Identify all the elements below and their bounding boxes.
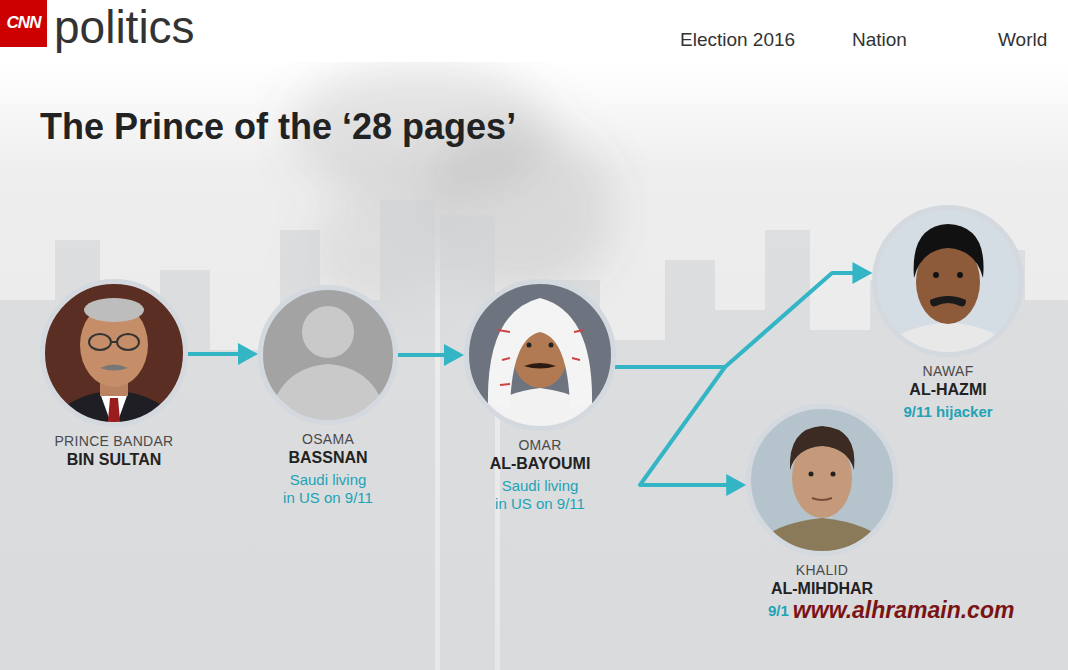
- person-node: KHALIDAL-MIHDHAR 9/1: [740, 404, 904, 620]
- portrait-mihdhar: [744, 404, 900, 562]
- name-first: NAWAF: [922, 363, 973, 380]
- arrowhead: [726, 474, 746, 496]
- tagline: 9/11 hijacker: [903, 403, 992, 421]
- nav-link: Nation: [852, 29, 907, 51]
- arrowhead: [852, 262, 872, 284]
- name-first: PRINCE BANDAR: [54, 433, 173, 450]
- nav-link: Election 2016: [680, 29, 795, 51]
- tagline: 9/1: [768, 602, 789, 620]
- connector-arrow: [398, 344, 464, 366]
- connector-arrow: [188, 343, 258, 365]
- person-node: NAWAFAL-HAZMI 9/11 hijacker: [866, 205, 1030, 421]
- arrowhead: [444, 344, 464, 366]
- nav-link: World: [998, 29, 1047, 51]
- section-name: politics: [54, 2, 195, 52]
- connector-line: [188, 352, 239, 356]
- photo-frame: [746, 404, 898, 556]
- name-last: AL-HAZMI: [909, 380, 986, 399]
- connector-arrow: [615, 367, 746, 496]
- name-last: BASSNAN: [288, 448, 367, 467]
- name-first: OMAR: [518, 437, 561, 454]
- portrait-bayoumi: [462, 279, 618, 445]
- name-last: AL-BAYOUMI: [490, 454, 591, 473]
- watermark: www.alhramain.com: [793, 597, 1015, 623]
- portrait-hazmi: [872, 205, 1024, 362]
- photo-frame: [872, 205, 1024, 357]
- connector-arrow: [615, 262, 872, 367]
- person-node: PRINCE BANDARBIN SULTAN: [34, 279, 194, 469]
- tagline: Saudi living in US on 9/11: [495, 477, 585, 513]
- arrowhead: [238, 343, 258, 365]
- name-first: KHALID: [796, 562, 848, 579]
- name-first: OSAMA: [302, 431, 354, 448]
- connector-line: [615, 273, 853, 367]
- portrait-placeholder: [258, 285, 398, 425]
- buildings: [0, 200, 1068, 670]
- connector-line: [615, 367, 727, 485]
- photo-frame: [464, 279, 616, 431]
- name-last: AL-MIHDHAR: [771, 579, 873, 598]
- person-node: OMARAL-BAYOUMI Saudi living in US on 9/11: [458, 279, 622, 513]
- tagline: Saudi living in US on 9/11: [283, 471, 373, 507]
- connector-line: [398, 353, 445, 357]
- portrait-bandar: [38, 279, 192, 440]
- person-node: OSAMABASSNAN Saudi living in US on 9/11: [252, 285, 404, 507]
- photo-frame: [40, 279, 188, 427]
- logo-wordmark: CNN: [2, 13, 45, 33]
- name-last: BIN SULTAN: [67, 450, 162, 469]
- photo-frame: [258, 285, 398, 425]
- diagram-title: The Prince of the ‘28 pages’: [40, 106, 516, 148]
